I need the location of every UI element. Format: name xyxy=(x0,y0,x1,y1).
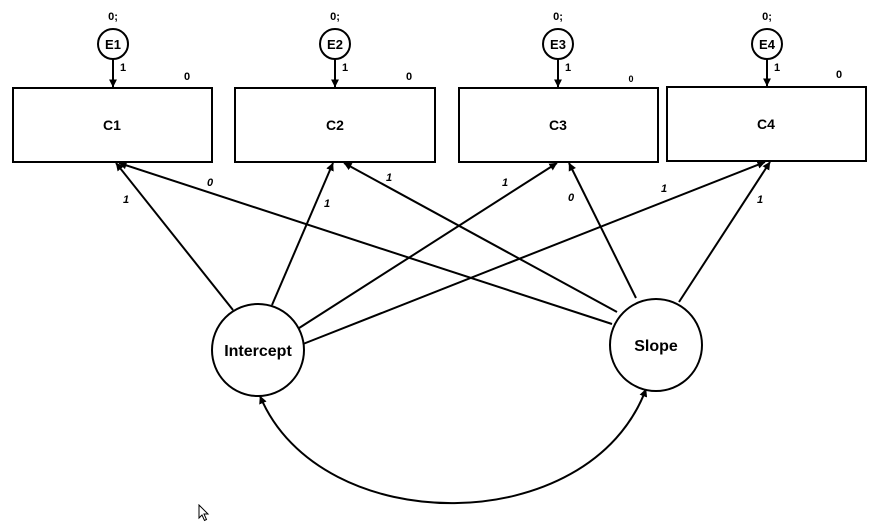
error-mean: 0; xyxy=(330,11,340,23)
weight-slope-c1: 0 xyxy=(207,177,214,189)
error-e4[interactable]: 0; E4 1 xyxy=(751,11,783,87)
path-intercept-c1[interactable] xyxy=(115,162,234,311)
error-label: E3 xyxy=(550,37,566,52)
error-mean: 0; xyxy=(762,11,772,23)
covariance-arc[interactable] xyxy=(259,388,648,505)
path-intercept-c2[interactable] xyxy=(271,162,334,306)
weight-slope-c3: 0 xyxy=(568,192,575,204)
error-e1[interactable]: 0; E1 1 xyxy=(97,11,129,88)
indicator-label: C4 xyxy=(757,116,775,132)
weight-intercept-c4: 1 xyxy=(661,183,667,195)
path-intercept-c4[interactable] xyxy=(302,161,766,345)
path-slope-c4[interactable] xyxy=(678,161,771,303)
indicator-label: C3 xyxy=(549,117,567,133)
weight-slope-c2: 1 xyxy=(386,172,392,184)
path-slope-c1[interactable] xyxy=(118,161,613,325)
path-slope-c3[interactable] xyxy=(568,162,637,299)
error-label: E1 xyxy=(105,37,121,52)
error-label: E4 xyxy=(759,37,776,52)
path-intercept-c3[interactable] xyxy=(295,162,558,331)
intercept-value: 0 xyxy=(406,71,412,83)
weight-intercept-c3: 1 xyxy=(502,177,508,189)
weight-intercept-c2: 1 xyxy=(324,198,330,210)
error-mean: 0; xyxy=(108,11,118,23)
error-loading: 1 xyxy=(342,62,348,74)
error-loading: 1 xyxy=(774,62,780,74)
error-e2[interactable]: 0; E2 1 xyxy=(319,11,351,88)
weight-intercept-c1: 1 xyxy=(123,194,129,206)
error-loading: 1 xyxy=(565,62,571,74)
factor-label: Slope xyxy=(634,338,678,355)
error-label: E2 xyxy=(327,37,343,52)
error-e3[interactable]: 0; E3 1 xyxy=(542,11,574,88)
path-slope-c2[interactable] xyxy=(343,162,618,313)
mouse-pointer-icon xyxy=(198,504,210,522)
indicator-c2[interactable]: C2 0 xyxy=(234,71,436,163)
intercept-value: 0 xyxy=(184,71,190,83)
indicator-label: C1 xyxy=(103,117,121,133)
indicator-c3[interactable]: C3 0 xyxy=(458,74,659,163)
factor-slope[interactable]: Slope xyxy=(609,298,703,392)
error-loading: 1 xyxy=(120,62,126,74)
loading-paths xyxy=(115,161,771,345)
factor-label: Intercept xyxy=(224,343,292,360)
intercept-value: 0 xyxy=(836,69,842,81)
weight-slope-c4: 1 xyxy=(757,194,763,206)
indicator-c1[interactable]: C1 0 xyxy=(12,71,213,163)
intercept-value: 0 xyxy=(628,74,633,84)
factor-intercept[interactable]: Intercept xyxy=(211,303,305,397)
indicator-c4[interactable]: C4 0 xyxy=(666,69,867,162)
indicator-label: C2 xyxy=(326,117,344,133)
error-mean: 0; xyxy=(553,11,563,23)
